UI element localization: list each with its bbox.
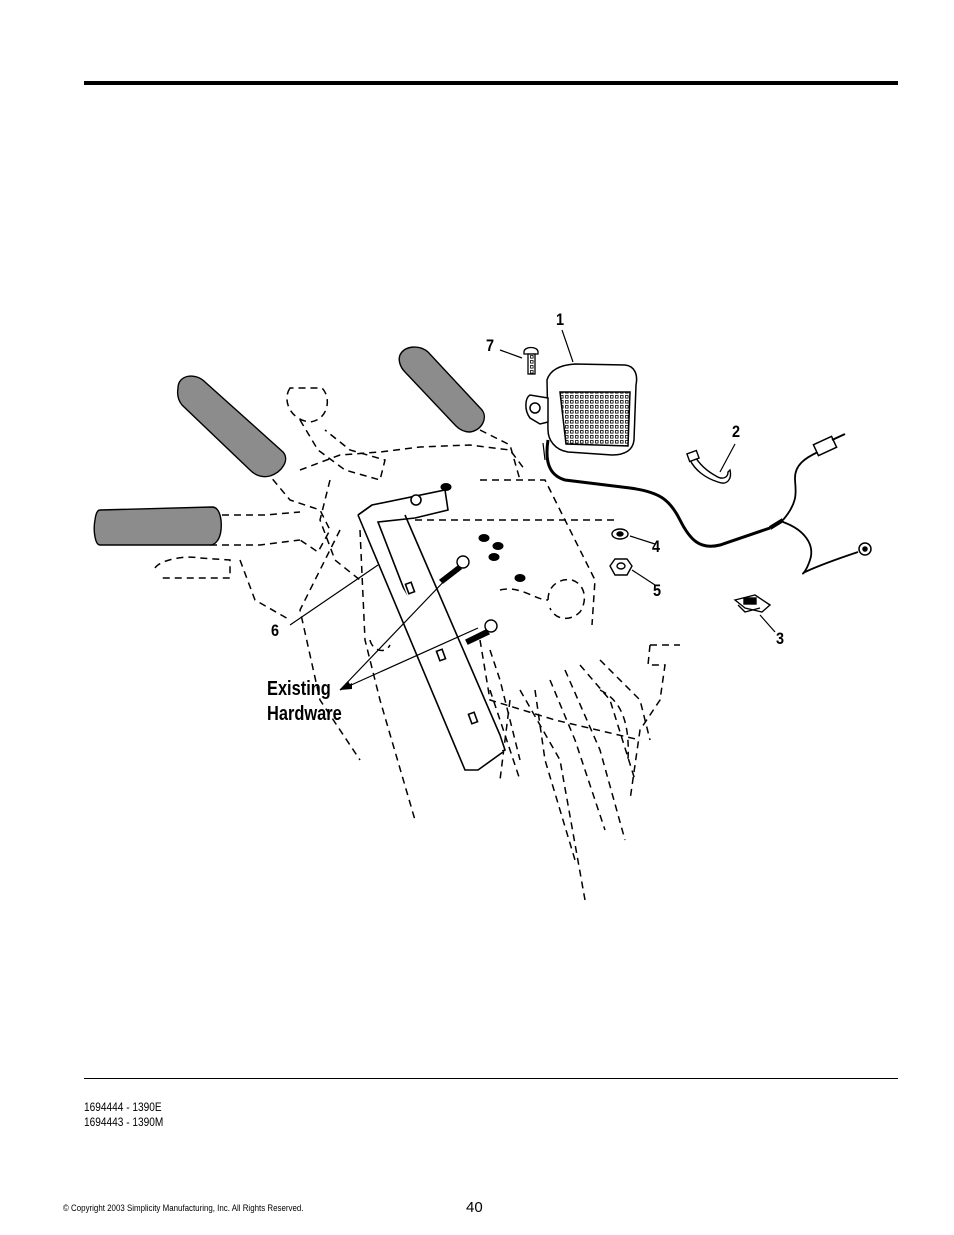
header-rule — [84, 81, 898, 85]
carriage-bolt — [523, 346, 539, 375]
copyright-notice: © Copyright 2003 Simplicity Manufacturin… — [63, 1203, 304, 1213]
machine-outline-dashed — [154, 387, 680, 901]
existing-hardware-line1: Existing — [267, 678, 331, 700]
existing-bolts — [438, 555, 498, 645]
work-light — [525, 363, 872, 575]
cable-tie — [686, 449, 732, 484]
page-number: 40 — [466, 1199, 483, 1216]
existing-hardware-line2: Hardware — [267, 703, 342, 725]
callout-6: 6 — [271, 621, 280, 640]
callout-4: 4 — [652, 537, 661, 556]
bracket-nuts — [440, 483, 526, 582]
callout-3: 3 — [776, 629, 785, 648]
callout-7: 7 — [486, 336, 495, 355]
part-numbers: 1694444 - 1390E 1694443 - 1390M — [84, 1101, 163, 1131]
mounting-bracket — [357, 489, 507, 771]
part-number-2: 1694443 - 1390M — [84, 1117, 164, 1129]
lock-washer — [611, 528, 629, 540]
leader-arrowheads — [340, 681, 352, 690]
existing-hardware-label: Existing Hardware — [267, 677, 342, 727]
callout-1: 1 — [556, 310, 565, 329]
callout-2: 2 — [732, 422, 741, 441]
footer-rule — [84, 1078, 898, 1079]
handle-grips — [93, 346, 486, 546]
callout-5: 5 — [653, 581, 662, 600]
hex-nut — [609, 558, 633, 576]
part-number-1: 1694444 - 1390E — [84, 1102, 162, 1114]
cable-clip — [733, 594, 772, 613]
leader-lines — [289, 329, 776, 691]
